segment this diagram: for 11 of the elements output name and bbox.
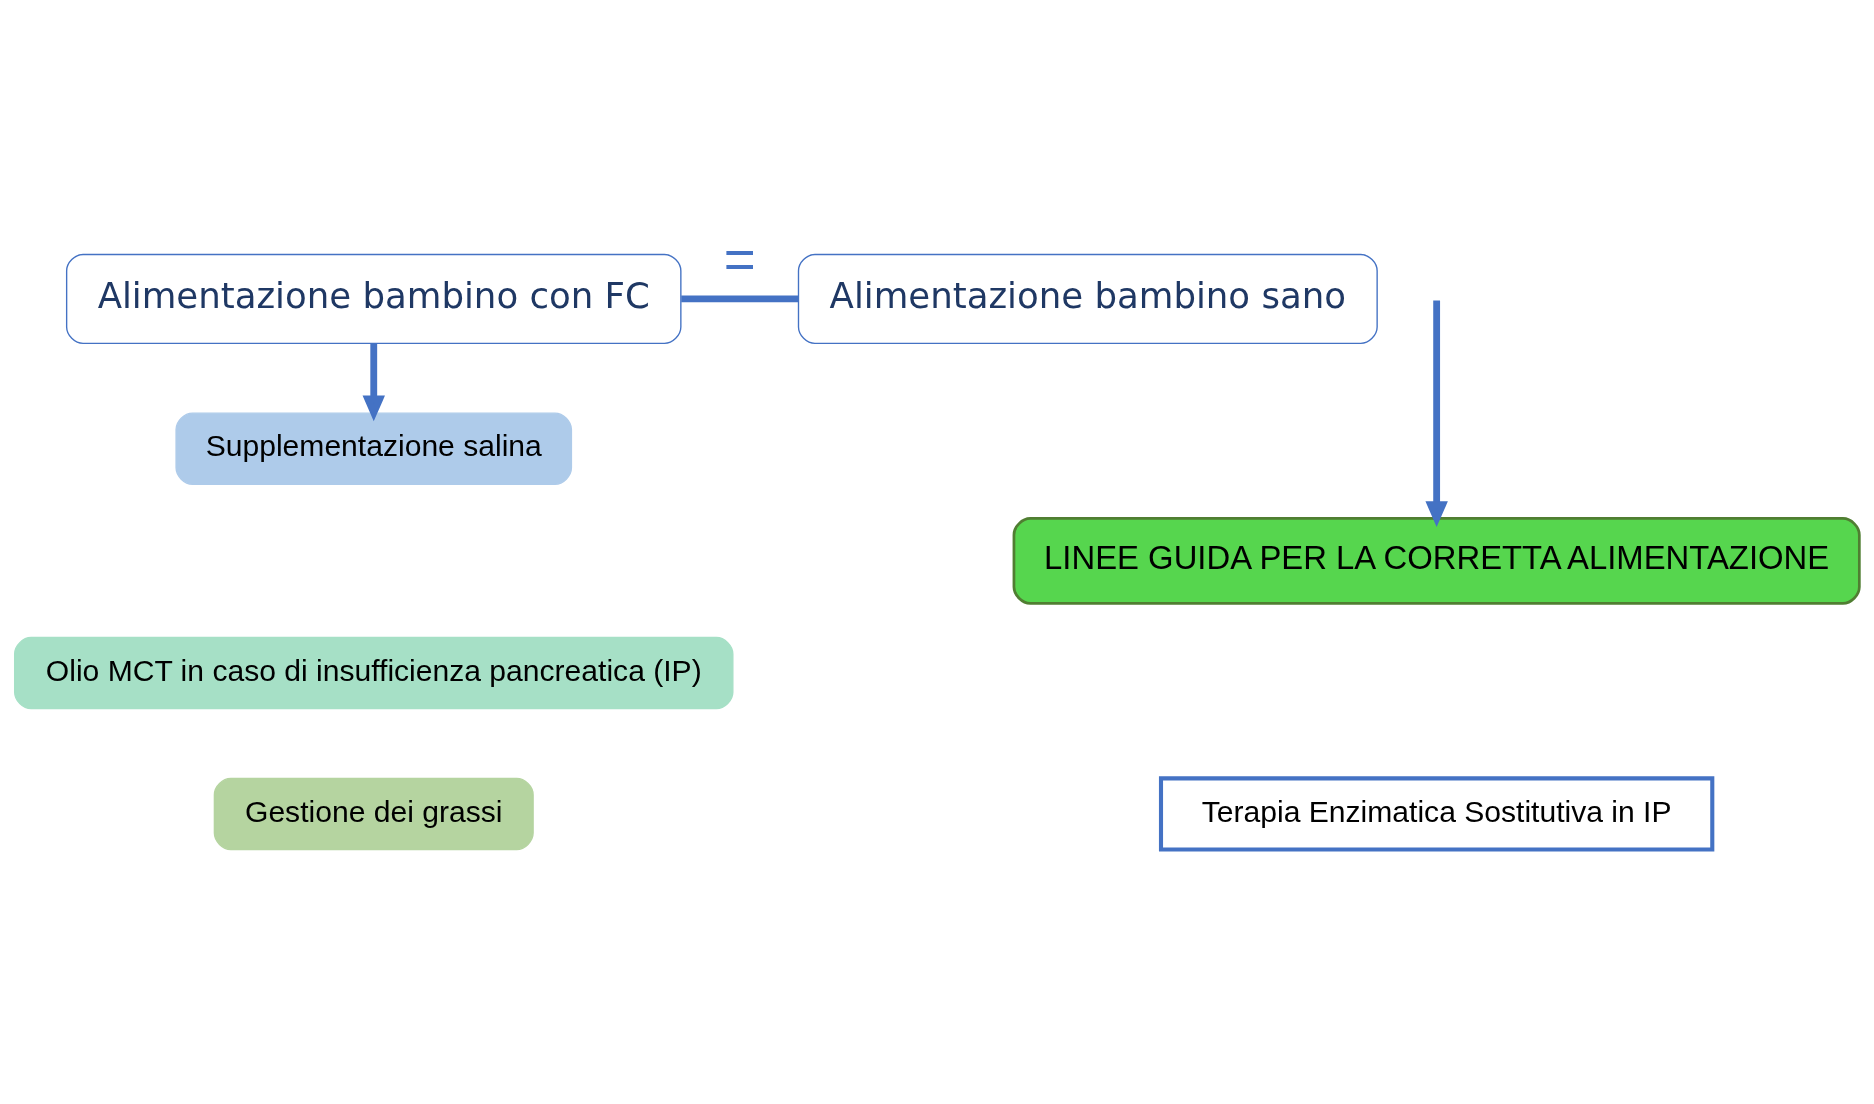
- node-box: Gestione dei grassi: [213, 777, 534, 851]
- node-box: Alimentazione bambino con FC: [65, 253, 682, 345]
- node-box: LINEE GUIDA PER LA CORRETTA ALIMENTAZIONE: [1012, 517, 1861, 605]
- arrow: [362, 343, 385, 422]
- node-box: Alimentazione bambino sano: [797, 253, 1378, 345]
- edge-label: =: [723, 228, 756, 291]
- connector: [681, 295, 799, 303]
- node-box: Supplementazione salina: [175, 412, 573, 485]
- node-box: Olio MCT in caso di insufficienza pancreatica (IP): [13, 636, 734, 710]
- arrow: [1425, 300, 1448, 527]
- node-box: Terapia Enzimatica Sostitutiva in IP: [1158, 776, 1715, 852]
